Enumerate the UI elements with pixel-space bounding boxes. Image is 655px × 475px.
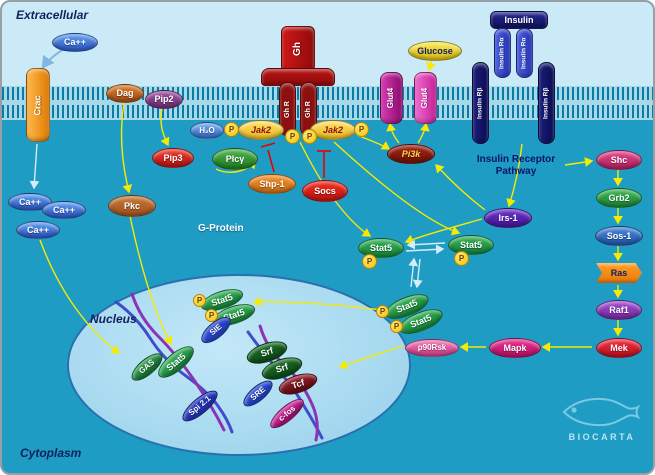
insulin-node[interactable]: Insulin <box>490 11 548 29</box>
stat5-node[interactable]: Stat5 <box>358 238 404 258</box>
crac-channel[interactable]: Crac <box>26 68 50 142</box>
gh-receptor-label: Gh R <box>284 100 292 118</box>
sos1-node[interactable]: Sos-1 <box>595 226 643 246</box>
dag-node[interactable]: Dag <box>106 84 144 103</box>
pip2-node[interactable]: Pip2 <box>145 90 183 109</box>
cytoplasm-label: Cytoplasm <box>20 446 82 460</box>
phospho-p-icon: P <box>376 305 389 318</box>
calcium-node[interactable]: Ca++ <box>8 193 52 211</box>
gh-receptor-extracellular-domain[interactable] <box>261 68 335 86</box>
mek-node[interactable]: Mek <box>596 338 642 358</box>
biocarta-logo-fish <box>562 397 641 427</box>
gh-receptor-label: Gh R <box>305 100 313 118</box>
plc-gamma-node[interactable]: Plcγ <box>212 148 258 170</box>
phospho-p-icon: P <box>205 309 218 322</box>
membrane-lipid-row-bottom <box>2 105 653 118</box>
membrane-lipid-row-top <box>2 87 653 100</box>
extracellular-label: Extracellular <box>16 8 89 22</box>
glut4-label: Glut4 <box>386 87 396 109</box>
calcium-node[interactable]: Ca++ <box>52 33 98 52</box>
mapk-node[interactable]: Mapk <box>489 338 541 358</box>
phospho-p-icon: P <box>390 320 403 333</box>
pkc-node[interactable]: Pkc <box>108 195 156 217</box>
glut4-label: Glut4 <box>420 87 430 109</box>
pi3k-node[interactable]: Pi3k <box>387 144 435 164</box>
insulin-receptor-pathway-label: Insulin Receptor Pathway <box>476 154 556 177</box>
phospho-p-icon: P <box>193 294 206 307</box>
jak2-node[interactable]: Jak2 <box>238 120 284 140</box>
shc-node[interactable]: Shc <box>596 150 642 170</box>
irs1-node[interactable]: Irs-1 <box>484 208 532 228</box>
inhibition-lines <box>260 142 331 178</box>
biocarta-wordmark: BIOCARTA <box>568 432 636 442</box>
glucose-node[interactable]: Glucose <box>408 41 462 61</box>
insulin-receptor-alpha-label: Insulin Rα <box>498 37 506 69</box>
insulin-receptor-alpha[interactable]: Insulin Rα <box>494 28 511 78</box>
crac-label: Crac <box>32 94 43 116</box>
pip3-node[interactable]: Pip3 <box>152 148 194 168</box>
nucleus-label: Nucleus <box>90 312 137 326</box>
phospho-p-icon: P <box>354 122 369 137</box>
phospho-p-icon: P <box>224 122 239 137</box>
insulin-receptor-alpha-label: Insulin Rα <box>520 37 528 69</box>
socs-node[interactable]: Socs <box>302 180 348 202</box>
raf1-node[interactable]: Raf1 <box>596 300 642 320</box>
h2o-node[interactable]: H₂O <box>190 122 224 139</box>
calcium-node[interactable]: Ca++ <box>16 221 60 239</box>
glut4-transporter[interactable]: Glut4 <box>380 72 403 124</box>
gh-ligand-label: Gh <box>291 42 303 56</box>
ras-node[interactable]: Ras <box>596 263 642 283</box>
insulin-receptor-beta[interactable]: Insulin Rβ <box>538 62 555 144</box>
insulin-receptor-alpha[interactable]: Insulin Rα <box>516 28 533 78</box>
nucleus-shape <box>67 274 411 456</box>
g-protein-label: G-Protein <box>198 223 244 234</box>
shp1-node[interactable]: Shp-1 <box>248 174 296 194</box>
phospho-p-icon: P <box>454 251 469 266</box>
gh-ligand-node[interactable]: Gh <box>281 26 315 72</box>
p90rsk-node[interactable]: p90Rsk <box>405 339 459 357</box>
glut4-transporter[interactable]: Glut4 <box>414 72 437 124</box>
phospho-p-icon: P <box>285 129 300 144</box>
insulin-receptor-beta-label: Insulin Rβ <box>542 87 550 119</box>
insulin-receptor-beta[interactable]: Insulin Rβ <box>472 62 489 144</box>
phospho-p-icon: P <box>362 254 377 269</box>
insulin-receptor-beta-label: Insulin Rβ <box>476 87 484 119</box>
stat5-node[interactable]: Stat5 <box>448 235 494 255</box>
calcium-node[interactable]: Ca++ <box>42 201 86 219</box>
grb2-node[interactable]: Grb2 <box>596 188 642 208</box>
phospho-p-icon: P <box>302 129 317 144</box>
